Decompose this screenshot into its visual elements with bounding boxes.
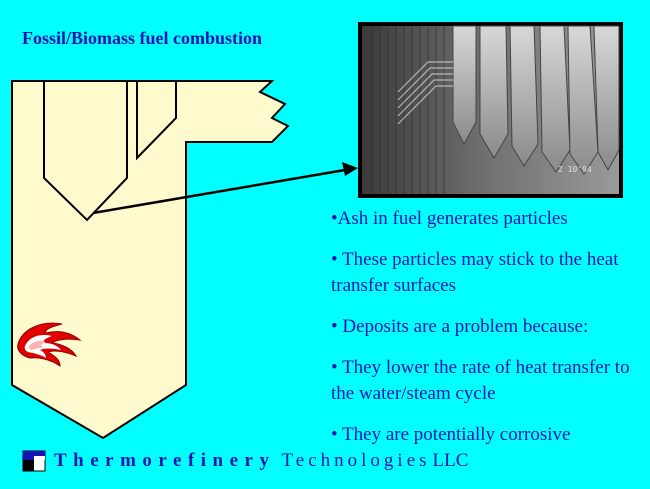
company-suffix: LLC [432,450,469,471]
bullet-item: • These particles may stick to the heat … [331,249,619,296]
boiler-outline [11,80,290,440]
company-name-regular: Technologies [281,450,431,471]
company-footer: Thermorefinery Technologies LLC [22,448,468,474]
bullet-item: •Ash in fuel generates particles [331,208,568,229]
bullet-item: • They are potentially corrosive [331,424,571,445]
flame-icon [17,322,82,367]
pendant-heat-exchanger [43,81,128,222]
bullet-item: • Deposits are a problem because: [331,316,589,337]
photo-date-stamp: 2 10'94 [558,165,592,174]
secondary-heat-exchanger [136,81,177,161]
pointer-arrow-head [342,162,358,176]
company-name-bold: Thermorefinery [54,450,276,471]
slide-title: Fossil/Biomass fuel combustion [22,28,263,48]
pointer-arrow-line [92,168,346,215]
deposit-photo: 2 10'94 [358,22,623,198]
bullet-list: •Ash in fuel generates particles • These… [331,206,636,463]
bullet-item: • They lower the rate of heat transfer t… [331,357,630,404]
company-logo-icon [22,450,46,472]
deposit-photo-image: 2 10'94 [362,25,620,194]
